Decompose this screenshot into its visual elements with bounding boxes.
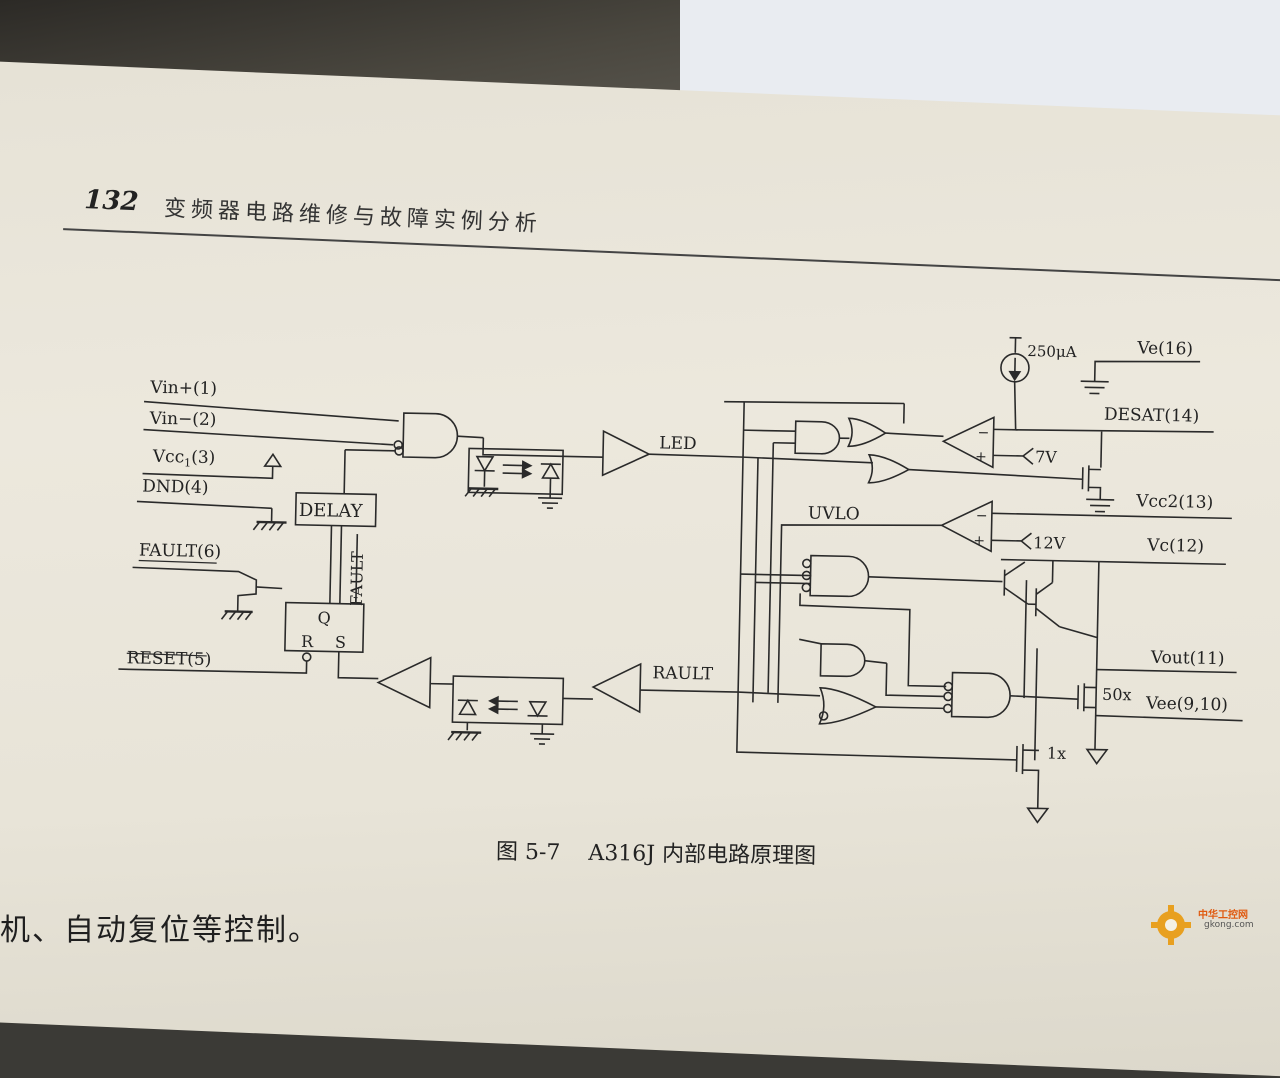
watermark-url: gkong.com — [1204, 920, 1254, 930]
rault-buffer: RAULT — [593, 662, 739, 714]
pin-vcc1: Vcc1(3) — [142, 447, 281, 479]
svg-text:RAULT: RAULT — [652, 663, 714, 684]
gear-icon — [1148, 900, 1194, 946]
figure-number: 图 5-7 — [496, 840, 561, 866]
svg-text:DELAY: DELAY — [299, 500, 364, 522]
svg-text:Vout(11): Vout(11) — [1150, 648, 1225, 670]
svg-text:−: − — [976, 508, 988, 524]
fault-and-gates — [797, 575, 1080, 729]
pin-ve: Ve(16) — [1080, 337, 1200, 395]
svg-text:Vin+(1): Vin+(1) — [149, 378, 217, 399]
body-text-line: 机、自动复位等控制。 — [0, 905, 320, 949]
svg-text:250μA: 250μA — [1027, 342, 1077, 361]
pin-fault: FAULT(6) — [132, 540, 284, 620]
svg-text:+: + — [973, 533, 985, 549]
svg-text:−: − — [977, 425, 989, 441]
svg-text:RESET(5): RESET(5) — [126, 648, 211, 670]
svg-text:7V: 7V — [1035, 447, 1058, 466]
svg-text:+: + — [975, 449, 987, 465]
figure-title: A316J 内部电路原理图 — [588, 841, 816, 869]
optocoupler-fault-bottom — [448, 676, 593, 745]
watermark-brand: 中华工控网 — [1198, 906, 1248, 921]
pin-vcc2: Vcc2(13) — [992, 488, 1232, 518]
pin-gnd: DND(4) — [136, 476, 287, 530]
svg-text:UVLO: UVLO — [808, 503, 860, 524]
svg-text:Vcc2(13): Vcc2(13) — [1135, 491, 1213, 513]
uvlo-comparator: − + 12V UVLO — [778, 497, 1067, 709]
svg-text:1x: 1x — [1047, 744, 1067, 763]
svg-text:Vee(9,10): Vee(9,10) — [1145, 694, 1228, 716]
led-buffer: LED — [603, 431, 744, 478]
svg-text:Vcc1(3): Vcc1(3) — [152, 447, 216, 470]
svg-text:DESAT(14): DESAT(14) — [1104, 405, 1200, 427]
svg-text:R: R — [301, 632, 314, 651]
desat-logic-gates — [743, 416, 1084, 487]
figure-caption: 图 5-7 A316J 内部电路原理图 — [496, 834, 845, 871]
svg-text:12V: 12V — [1033, 533, 1066, 553]
svg-text:DND(4): DND(4) — [142, 477, 209, 498]
pin-reset: RESET(5) — [118, 648, 310, 673]
circuit-diagram: Vin+(1) Vin−(2) Vcc1(3) DND(4) FAULT(6) — [0, 0, 1280, 960]
input-and-gate — [344, 412, 484, 497]
current-source-250ua: 250μA — [1000, 338, 1077, 432]
output-mosfet-50x: 50x — [1078, 683, 1132, 712]
svg-text:50x: 50x — [1102, 685, 1132, 705]
svg-text:Vc(12): Vc(12) — [1146, 536, 1204, 557]
pin-vin-minus: Vin−(2) — [143, 409, 403, 449]
sense-mosfet-1x: 1x — [1015, 648, 1068, 823]
svg-text:Q: Q — [317, 608, 331, 627]
svg-text:LED: LED — [659, 433, 697, 454]
svg-text:FAULT(6): FAULT(6) — [139, 540, 222, 562]
svg-text:S: S — [335, 633, 346, 652]
optocoupler-led-top — [465, 437, 603, 509]
svg-text:Ve(16): Ve(16) — [1136, 338, 1193, 359]
fault-latch: FAULT Q R S — [284, 533, 381, 679]
svg-text:Vin−(2): Vin−(2) — [148, 409, 216, 430]
desat-comparator: − + 7V — [943, 416, 1058, 468]
watermark-logo: 中华工控网 gkong.com — [1148, 900, 1274, 952]
pin-vout: Vout(11) — [1097, 647, 1237, 673]
fault-feedback-buffer — [378, 657, 454, 709]
